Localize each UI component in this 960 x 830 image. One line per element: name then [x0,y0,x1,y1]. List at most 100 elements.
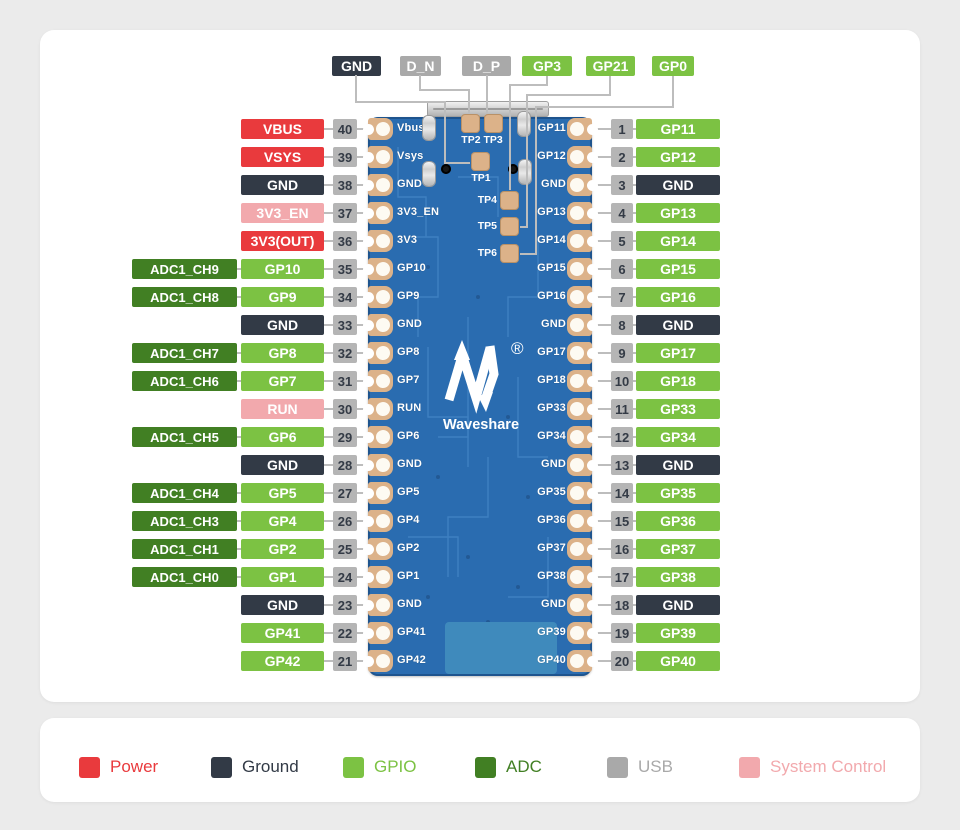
pin-pad [567,286,598,308]
pad-notch [586,403,598,415]
pin-silk-label: GP5 [397,486,420,498]
pin-pad [567,202,598,224]
connector-line [324,464,333,466]
pad-hole [376,318,390,332]
pad-hole [570,598,584,612]
pin-function-badge: GP1 [241,567,324,587]
pin-number-badge: 27 [333,483,357,503]
pad-notch [586,599,598,611]
callout-label-gnd: GND [332,56,381,76]
pin-function-badge: GP11 [636,119,720,139]
pin-number-badge: 15 [611,511,633,531]
pin-function-badge: GP33 [636,399,720,419]
pad-hole [376,542,390,556]
callout-label-d_p: D_P [462,56,511,76]
pin-function-badge: GND [241,175,324,195]
pin-pad [567,342,598,364]
connector-line [592,268,611,270]
pin-silk-label: GND [397,598,423,610]
pin-function-badge: GND [636,455,720,475]
testpoint-pad-tp6 [500,244,519,263]
connector-line [633,352,636,354]
pad-notch [586,487,598,499]
pin-pad [362,454,393,476]
pin-number-badge: 10 [611,371,633,391]
connector-line [633,576,636,578]
pin-pad [362,286,393,308]
pad-hole [570,374,584,388]
pin-pad [362,482,393,504]
pad-notch [586,375,598,387]
pin-silk-label: GP6 [397,430,420,442]
connector-line [237,380,241,382]
pin-silk-label: GP17 [537,346,566,358]
pin-number-badge: 20 [611,651,633,671]
pad-hole [570,290,584,304]
pin-alt-badge: ADC1_CH0 [132,567,237,587]
pad-notch [586,655,598,667]
connector-line [633,548,636,550]
connector-line [324,380,333,382]
pin-pad [567,258,598,280]
pin-number-badge: 4 [611,203,633,223]
pin-number-badge: 13 [611,455,633,475]
testpoint-pad-tp4 [500,191,519,210]
pin-silk-label: 3V3_EN [397,206,440,218]
pin-number-badge: 25 [333,539,357,559]
pad-hole [570,430,584,444]
connector-line [592,548,611,550]
pin-number-badge: 38 [333,175,357,195]
capacitor-component [423,162,435,186]
connector-line [592,352,611,354]
pin-pad [362,622,393,644]
connector-line [633,296,636,298]
pin-function-badge: GP37 [636,539,720,559]
connector-line [237,520,241,522]
usb-connector-seam [433,108,543,110]
pin-number-badge: 32 [333,343,357,363]
pad-hole [376,458,390,472]
pin-function-badge: GP34 [636,427,720,447]
pin-pad [567,510,598,532]
pin-pad [567,482,598,504]
connector-line [592,604,611,606]
pin-number-badge: 18 [611,595,633,615]
pin-pad [362,370,393,392]
pin-silk-label: GP4 [397,514,420,526]
pad-notch [362,375,374,387]
pin-function-badge: GP5 [241,483,324,503]
callout-label-gp3: GP3 [522,56,572,76]
pad-notch [362,291,374,303]
board-bottom-module-area [445,622,557,674]
pin-number-badge: 21 [333,651,357,671]
pin-number-badge: 29 [333,427,357,447]
pad-hole [570,234,584,248]
pin-row-left-21: GP42 21 [132,650,370,672]
pad-notch [362,151,374,163]
pin-function-badge: GP35 [636,483,720,503]
pin-number-badge: 28 [333,455,357,475]
pin-silk-label: GP34 [537,430,566,442]
pin-number-badge: 14 [611,483,633,503]
pin-number-badge: 1 [611,119,633,139]
pad-notch [362,347,374,359]
pin-function-badge: GP7 [241,371,324,391]
connector-line [324,660,333,662]
pin-function-badge: GP42 [241,651,324,671]
pin-pad [567,230,598,252]
callout-label-d_n: D_N [400,56,441,76]
pad-notch [586,459,598,471]
